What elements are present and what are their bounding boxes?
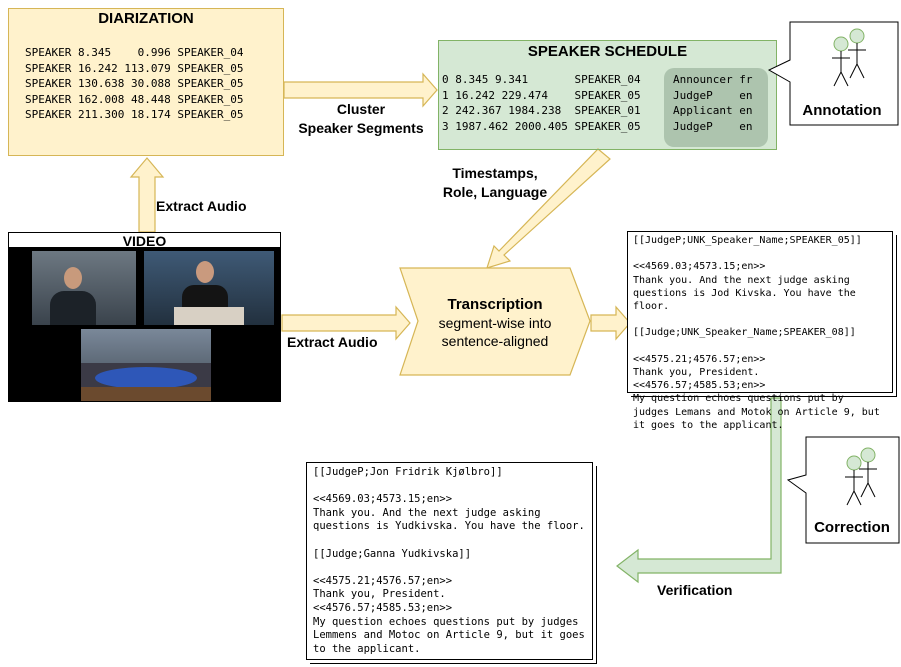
transcript-line: Thank you, President. [633,367,760,379]
transcript-line: My question echoes questions put by [633,393,844,405]
extract-audio-up-arrow [129,157,165,233]
verification-arrow [616,397,782,584]
transcription-line3: sentence-aligned [441,333,549,349]
transcript-line: <<4569.03;4573.15;en>> [313,493,453,506]
transcript-line: [[JudgeP;Jon Fridrik Kjølbro]] [313,466,503,478]
transcript-line [313,561,586,575]
diarization-row: SPEAKER 130.638 30.088 SPEAKER_05 [25,77,244,90]
transcript-line [313,480,586,494]
transcript-line: [[Judge;Ganna Yudkivska]] [313,547,472,560]
schedule-row-left: 3 1987.462 2000.405 SPEAKER_05 [442,119,641,133]
transcript-line: Thank you. And the next judge asking [313,506,541,519]
video-panel: VIDEO [8,232,281,402]
cluster-label: Cluster Speaker Segments [296,100,426,138]
transcript-line: to the applicant. [313,642,421,655]
schedule-row-left: 1 16.242 229.474 SPEAKER_05 [442,88,641,102]
timestamps-label-line2: Role, Language [442,184,548,200]
video-frame-speaker-2 [144,251,274,325]
person-icon [859,447,877,498]
annotation-callout [767,21,899,126]
transcription-shape [399,267,591,376]
annotation-label: Annotation [802,102,882,119]
transcript-line: questions is Yudkivska. You have the flo… [313,520,585,533]
transcript-line: [[Judge;UNK_Speaker_Name;SPEAKER_08]] [633,327,856,339]
person-icon [832,36,850,87]
transcript-line: <<4576.57;4585.53;en>> [633,380,766,392]
diarization-box: DIARIZATION SPEAKER 8.345 0.996 SPEAKER_… [8,8,284,156]
transcript-line: <<4575.21;4576.57;en>> [313,574,453,587]
video-frame-courtroom [81,329,211,401]
transcript-line: Thank you. And the next judge asking [633,274,850,286]
diarization-row: SPEAKER 162.008 48.448 SPEAKER_05 [25,92,244,106]
cluster-arrow [283,72,438,108]
transcript-line [633,247,887,260]
cluster-label-line2: Speaker Segments [298,120,424,136]
transcription-title: Transcription [447,296,543,313]
transcript-line: <<4569.03;4573.15;en>> [633,261,766,273]
raw-transcript-doc: [[JudgeP;UNK_Speaker_Name;SPEAKER_05]] <… [627,231,893,431]
video-title-bar: VIDEO [9,233,280,248]
schedule-row: 3 1987.462 2000.405 SPEAKER_05 JudgeP en [442,120,752,136]
schedule-row-left: 2 242.367 1984.238 SPEAKER_01 [442,104,641,117]
schedule-highlight [664,68,768,147]
timestamps-label: Timestamps, Role, Language [430,164,560,202]
schedule-row-right: Announcer fr [673,73,753,86]
transcript-line: Lemmens and Motoc on Article 9, but it g… [313,629,585,642]
person-figure [64,267,82,289]
timestamps-arrow [486,148,611,269]
speaker-schedule-box: SPEAKER SCHEDULE 0 8.345 9.341 SPEAKER_0… [438,40,777,150]
diarization-rows: SPEAKER 8.345 0.996 SPEAKER_04 SPEAKER 1… [25,45,283,123]
cluster-label-line1: Cluster [336,101,386,117]
transcript-line: floor. [633,301,670,313]
schedule-rows: 0 8.345 9.341 SPEAKER_04 Announcer fr 1 … [442,73,752,135]
transcript-line: <<4575.21;4576.57;en>> [633,353,766,365]
transcription-text: Transcription segment-wise into sentence… [405,296,585,350]
transcript-line: [[JudgeP;UNK_Speaker_Name;SPEAKER_05]] [633,235,862,246]
transcript-line: questions is Jod Kivska. You have the [633,287,856,299]
video-title: VIDEO [122,233,167,249]
transcript-line [633,340,887,353]
timestamps-label-line1: Timestamps, [452,165,538,181]
extract-audio-up-label: Extract Audio [156,198,247,214]
correction-callout [786,436,900,544]
transcript-line: <<4576.57;4585.53;en>> [313,601,453,614]
transcript-line [313,534,586,548]
schedule-title: SPEAKER SCHEDULE [527,43,688,60]
transcript-line: My question echoes questions put by judg… [313,615,579,628]
person-icon [848,28,866,79]
schedule-row-right: JudgeP en [673,88,753,102]
diarization-row: SPEAKER 8.345 0.996 SPEAKER_04 [25,46,244,59]
schedule-row-left: 0 8.345 9.341 SPEAKER_04 [442,73,641,86]
correction-label: Correction [814,519,890,536]
transcript-line: Thank you, President. [313,588,446,601]
person-icon [845,455,863,506]
video-frame-speaker-1 [32,251,136,325]
diarization-row: SPEAKER 211.300 18.174 SPEAKER_05 [25,108,244,121]
transcript-line [633,313,887,326]
schedule-row-right: JudgeP en [673,119,753,133]
transcript-line: judges Lemans and Motok on Article 9, bu… [633,406,880,418]
extract-audio-right-label: Extract Audio [287,334,378,350]
verified-transcript-doc: [[JudgeP;Jon Fridrik Kjølbro]] <<4569.03… [306,462,593,660]
schedule-row: 1 16.242 229.474 SPEAKER_05 JudgeP en [442,89,752,105]
transcript-arrow [590,305,631,341]
transcript-line: it goes to the applicant. [633,419,784,431]
schedule-row: 2 242.367 1984.238 SPEAKER_01 Applicant … [442,104,752,120]
diarization-title: DIARIZATION [98,10,194,27]
diarization-row: SPEAKER 16.242 113.079 SPEAKER_05 [25,61,244,75]
verification-label: Verification [657,582,733,598]
transcription-line2: segment-wise into [438,315,552,331]
extract-audio-right-arrow [281,305,411,341]
schedule-row-right: Applicant en [673,104,753,117]
schedule-row: 0 8.345 9.341 SPEAKER_04 Announcer fr [442,73,752,89]
